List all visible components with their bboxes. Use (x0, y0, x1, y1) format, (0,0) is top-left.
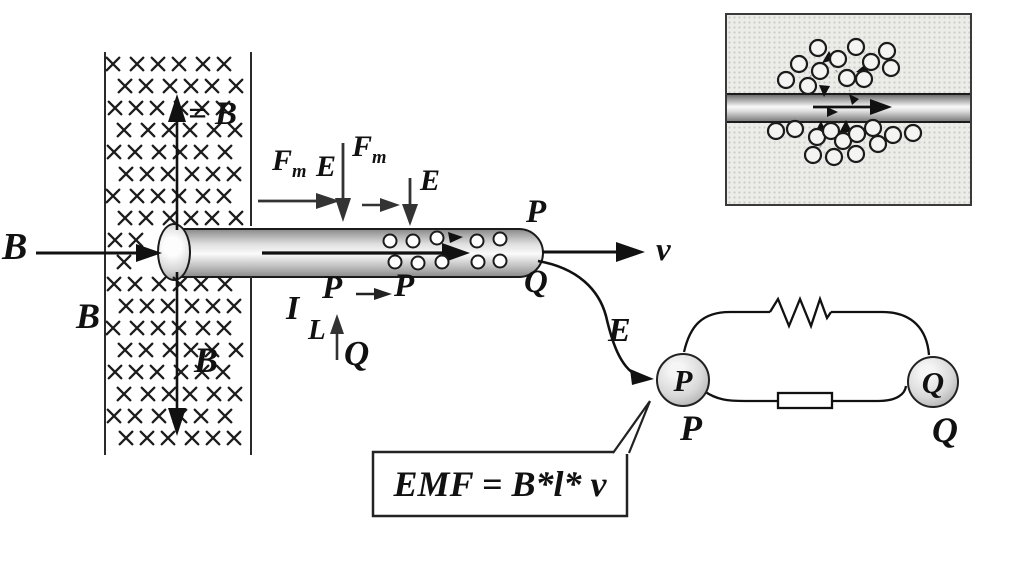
inset-wire-tube (727, 93, 970, 123)
fm1-f: F (272, 144, 293, 177)
fm-down-arrow (335, 143, 351, 222)
label-p-to: P (394, 268, 415, 304)
terminal-q-letter: Q (921, 364, 945, 400)
label-length: L (308, 314, 326, 346)
resistor-box (776, 391, 834, 410)
rod-left-end-cap (157, 223, 191, 281)
label-current: I (286, 290, 300, 327)
label-b-up: = B (188, 96, 238, 132)
terminal-node-q: Q (907, 356, 959, 408)
label-rod-q: Q (524, 264, 548, 300)
fm1-sub: m (292, 161, 307, 182)
e-down-arrow (402, 178, 418, 226)
resistor-zigzag (769, 295, 832, 330)
label-e-field: E (608, 312, 631, 349)
fm-right-arrow (258, 193, 340, 209)
b-incoming-arrow (36, 244, 162, 262)
b-field-up-arrow (168, 94, 186, 230)
terminal-node-p: P (656, 353, 710, 407)
label-p-from: P (322, 270, 343, 306)
e-right-arrow (362, 198, 400, 212)
label-charge-q: Q (344, 334, 370, 373)
terminal-p-letter: P (673, 362, 693, 398)
circuit-wires (682, 295, 931, 410)
label-e-1: E (316, 150, 337, 183)
label-b-side: B (76, 296, 101, 336)
b-field-down-arrow (168, 272, 186, 436)
label-p-below: P (680, 408, 702, 448)
electron-drift-inset (725, 13, 972, 206)
fm2-sub: m (372, 147, 387, 168)
fm2-f: F (352, 130, 373, 163)
p-to-p-arrow (356, 288, 392, 300)
label-fm-1: Fm (272, 146, 306, 182)
length-up-arrow (330, 314, 344, 360)
label-fm-2: Fm (352, 132, 386, 168)
label-velocity: v (656, 232, 671, 268)
label-b-down: B (194, 340, 219, 380)
label-q-below: Q (932, 410, 958, 450)
emf-formula: EMF = B*l* v (393, 464, 607, 504)
velocity-arrow (542, 242, 645, 262)
label-rod-p: P (526, 194, 547, 230)
label-b-incoming: B (2, 226, 28, 268)
e-curve-to-p (537, 259, 654, 385)
conducting-rod (172, 228, 544, 278)
label-e-2: E (420, 164, 441, 197)
